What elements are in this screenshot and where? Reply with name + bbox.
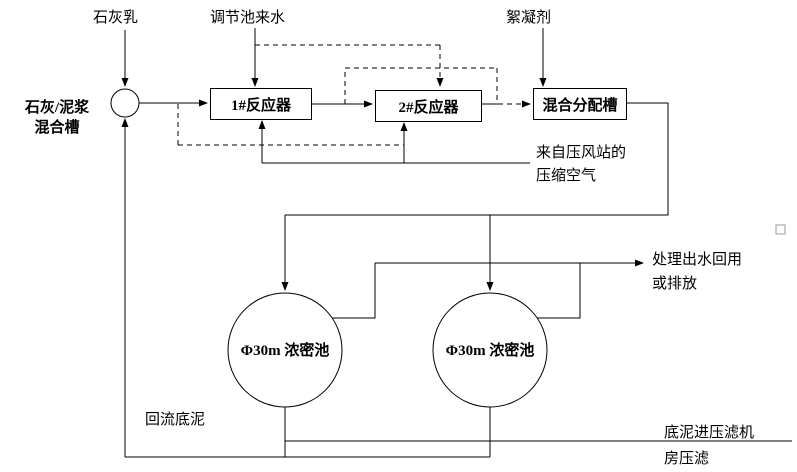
thickener1-overflow-line	[332, 263, 376, 319]
thickener1-circle	[227, 292, 343, 408]
flocculant-label: 絮凝剂	[506, 10, 552, 26]
compressed-air-label-line1: 来自压风站的	[536, 145, 627, 161]
regulation-pool-inflow-label: 调节池来水	[210, 10, 286, 26]
treated-water-label: 处理出水回用 或排放	[652, 248, 742, 296]
artifact-square	[775, 224, 786, 235]
thickener1-label: Φ30m 浓密池	[240, 343, 330, 359]
mixing-tank-label-line1: 石灰/泥浆	[24, 100, 90, 116]
mixing-tank-label-line2: 混合槽	[34, 120, 80, 136]
sludge-to-press-label-line1: 底泥进压滤机	[664, 425, 755, 441]
mixing-tank-symbol	[110, 88, 140, 118]
reactor2-label: 2#反应器	[398, 99, 459, 116]
distribution-tank-label: 混合分配槽	[542, 97, 618, 114]
lime-milk-label: 石灰乳	[93, 10, 139, 26]
thickener2-label: Φ30m 浓密池	[445, 343, 535, 359]
compressed-air-label-line2: 压缩空气	[536, 168, 597, 184]
treated-water-label-line1: 处理出水回用	[652, 252, 743, 268]
reactor1-box: 1#反应器	[210, 88, 312, 120]
thickener2-circle	[432, 292, 548, 408]
distribution-tank-box: 混合分配槽	[533, 88, 627, 120]
mixing-tank-label: 石灰/泥浆 混合槽	[16, 98, 98, 138]
compressed-air-label: 来自压风站的 压缩空气	[536, 142, 626, 188]
sludge-to-press-label-line2: 房压滤	[664, 451, 710, 467]
thickener2-overflow-line	[537, 263, 581, 319]
return-sludge-label: 回流底泥	[145, 412, 206, 428]
treated-water-label-line2: 或排放	[652, 276, 698, 292]
sludge-to-press-label: 底泥进压滤机 房压滤	[664, 420, 754, 472]
reactor1-label: 1#反应器	[230, 97, 291, 114]
distribution-to-thickeners-header-line	[285, 102, 669, 216]
reactor2-box: 2#反应器	[375, 90, 482, 122]
